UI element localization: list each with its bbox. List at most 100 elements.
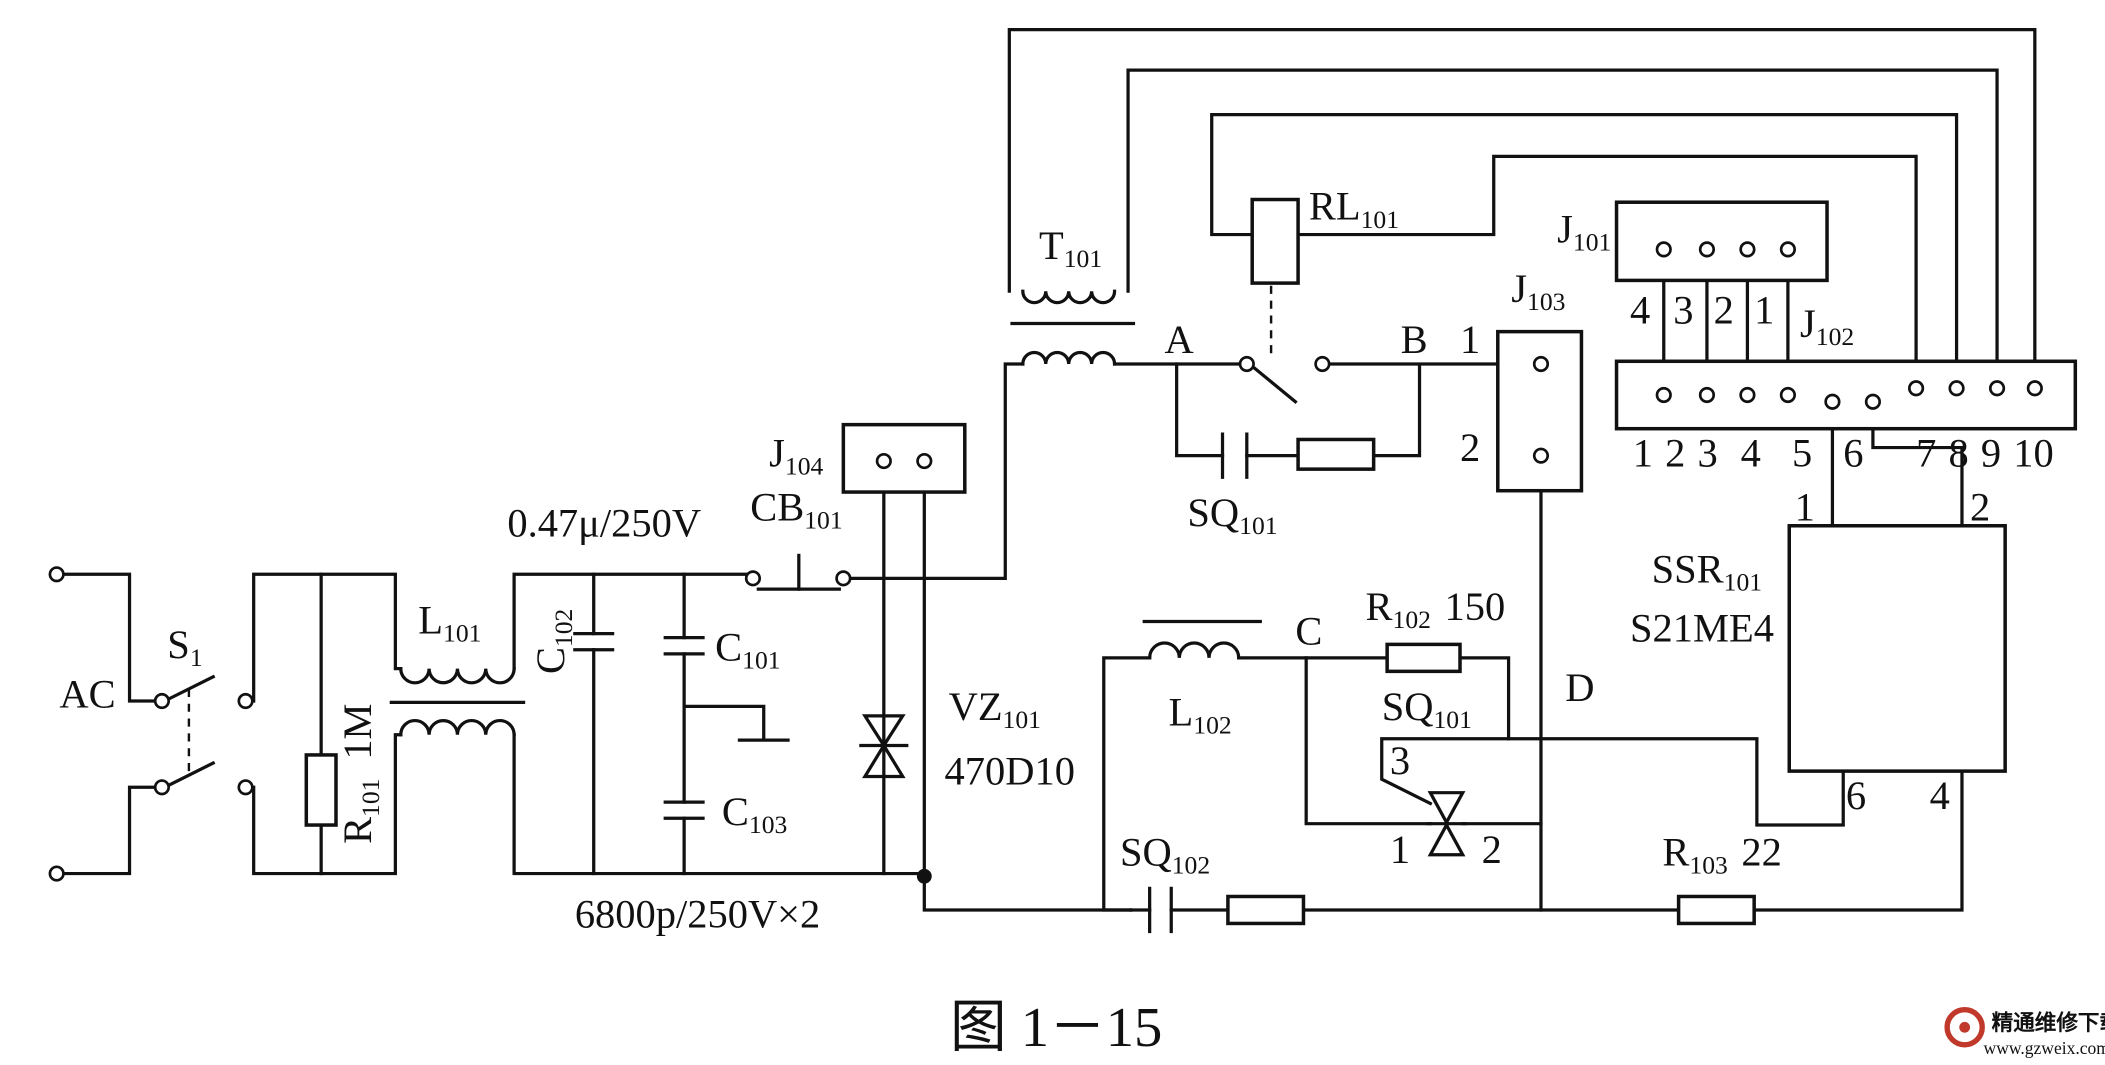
svg-text:R1011M: R1011M: [335, 703, 385, 843]
t101-top-winding: [1021, 289, 1117, 305]
r101-resistor-body: [304, 753, 338, 827]
wire-s1-bottom-out: [252, 733, 403, 876]
j102-pin-2: [1698, 386, 1716, 404]
label-j102-pin-2: 2: [1665, 430, 1685, 475]
label-j103-pin-1: 1: [1460, 317, 1480, 362]
l102-winding: [1148, 641, 1241, 660]
j102-pin-1: [1655, 386, 1672, 404]
j101-pin-4: [1655, 241, 1672, 258]
label-j103-pin-2: 2: [1460, 425, 1480, 470]
label-s1: S1: [167, 622, 202, 672]
wire-t101-out-a: [1112, 362, 1300, 458]
triac-gate: [1380, 737, 1845, 827]
label-vz101: VZ101: [949, 684, 1041, 734]
terminal-ac-top: [48, 566, 65, 583]
label-node-c: C: [1295, 608, 1322, 653]
sq102-resistor-body: [1226, 894, 1306, 926]
label-j102-pin-5: 5: [1792, 430, 1812, 475]
wire-l101-top-out: [512, 572, 751, 671]
wire-l102-left: [1102, 656, 1152, 912]
ssr101-body: [1787, 524, 2007, 773]
label-j101-pin-2: 2: [1714, 288, 1734, 333]
cb101-contact-right: [835, 570, 852, 587]
figure-caption: 图 1－15: [950, 997, 1162, 1059]
vz101-lower-triangle: [862, 742, 906, 779]
s1-contact-lower-left: [153, 779, 171, 796]
svg-text:C102: C102: [528, 609, 578, 674]
label-triac-pin-3: 3: [1390, 738, 1410, 783]
j101-pin-1: [1779, 241, 1796, 258]
j102-pin-3: [1739, 386, 1756, 404]
triac-triangle-up: [1427, 791, 1466, 826]
wire-l101-bottom-out: [512, 733, 926, 876]
c101-plates: [663, 636, 705, 656]
label-c102: C102: [528, 609, 578, 674]
cb101-contact-left: [744, 570, 762, 587]
watermark-logo-center-icon: [1959, 1021, 1971, 1033]
j102-pin-6: [1864, 393, 1882, 410]
label-j102-pin-10: 10: [2013, 430, 2053, 475]
label-j101: J101: [1557, 207, 1611, 257]
terminal-ac-bottom: [48, 865, 65, 882]
j101-connector-body: [1614, 200, 1829, 283]
label-ssr-pin-2: 2: [1970, 484, 1990, 529]
label-l102: L102: [1169, 689, 1232, 739]
c103-plates: [663, 800, 705, 820]
label-sq101-top: SQ101: [1187, 490, 1277, 540]
watermark-logo-icon: [1944, 1007, 1985, 1048]
j104-pin-left: [875, 452, 892, 470]
wire-l102-right: [1237, 656, 1511, 741]
junction-dot-main: [916, 868, 932, 884]
label-j101-pin-3: 3: [1673, 288, 1693, 333]
label-ssr-pin-4: 4: [1930, 773, 1950, 818]
watermark-site-name: 精通维修下载: [1992, 1010, 2105, 1035]
wire-bottom-rail: [1129, 769, 1964, 912]
watermark: 精通维修下载 www.gzweix.com: [1944, 1007, 2105, 1058]
label-j103: J103: [1511, 266, 1565, 316]
j104-pin-right: [916, 452, 933, 470]
rl101-contact-left: [1238, 355, 1255, 373]
label-cap-rating-bottom: 6800p/250V×2: [575, 892, 820, 937]
label-j102: J102: [1800, 301, 1854, 351]
label-l101: L101: [418, 598, 481, 648]
label-j104: J104: [769, 430, 823, 480]
j102-pin-8: [1948, 380, 1965, 397]
label-j102-pin-8: 8: [1948, 430, 1968, 475]
triac-triangle-down: [1427, 821, 1466, 857]
wire-ac-bottom: [63, 785, 164, 876]
j103-connector-body: [1496, 329, 1584, 493]
wire-j104-right-pin: [922, 467, 1133, 912]
wire-bus-3: [1210, 112, 1959, 390]
label-node-d: D: [1565, 665, 1594, 710]
s1-contact-lower-right: [237, 779, 254, 796]
wire-bus-4: [1296, 154, 1918, 390]
label-j102-pin-6: 6: [1843, 430, 1863, 475]
label-j102-pin-9: 9: [1981, 430, 2001, 475]
label-j102-pin-7: 7: [1916, 430, 1936, 475]
label-node-b: B: [1401, 317, 1428, 362]
ground-symbol: [682, 704, 790, 742]
label-c103: C103: [722, 789, 787, 839]
s1-contact-upper-right: [237, 692, 254, 710]
label-ac: AC: [59, 672, 115, 717]
j102-pin-10: [2026, 380, 2043, 397]
sq101-top-resistor-body: [1296, 437, 1376, 471]
label-rl101: RL101: [1309, 184, 1399, 234]
wire-j101-j102: [1662, 247, 1790, 397]
j102-pin-4: [1779, 386, 1796, 404]
label-j101-pin-4: 4: [1630, 288, 1650, 333]
sq102-capacitor: [1148, 886, 1173, 934]
j101-pin-3: [1698, 241, 1716, 258]
wire-bus-outer: [1007, 28, 2037, 390]
label-node-a: A: [1164, 317, 1193, 362]
wire-s1-top-out: [252, 572, 403, 703]
label-j102-pin-1: 1: [1633, 430, 1653, 475]
j102-pin-9: [1988, 380, 2006, 397]
s1-contact-upper-left: [153, 692, 171, 710]
rl101-switch-blade: [1175, 361, 1298, 405]
label-vz101-part: 470D10: [945, 749, 1075, 794]
switch-s1-lower-blade: [162, 760, 216, 790]
r102-resistor-body: [1385, 642, 1462, 674]
sq101-top-capacitor: [1220, 432, 1249, 479]
